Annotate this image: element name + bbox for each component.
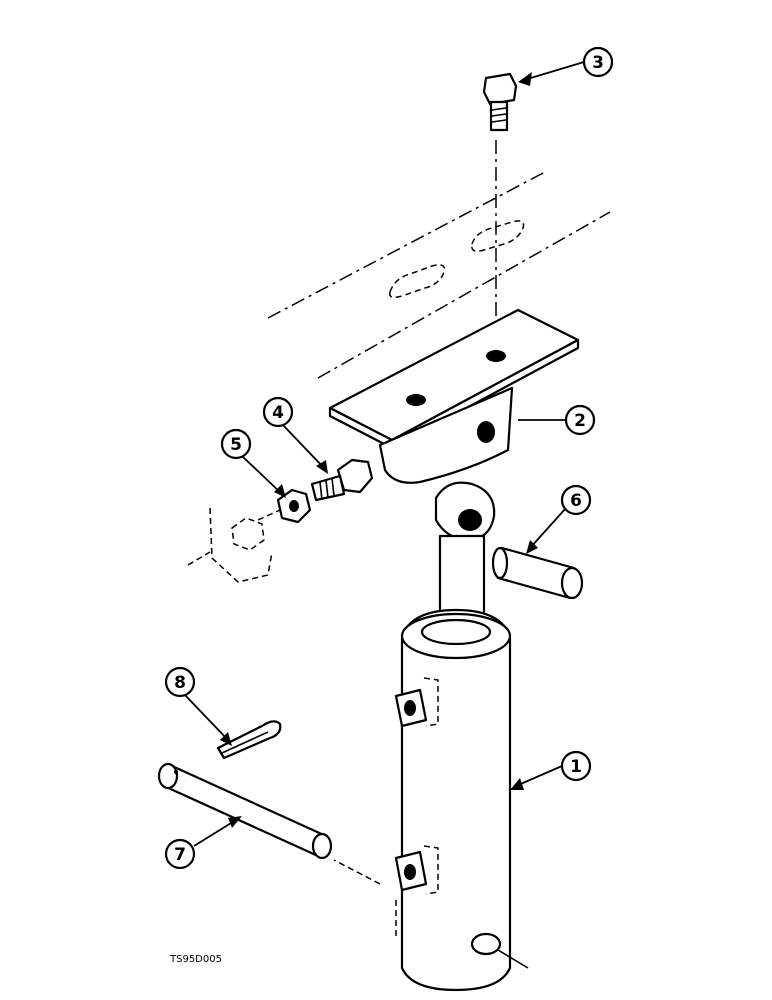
part-6-pin <box>491 546 584 600</box>
figure-code: TS95D005 <box>169 954 222 965</box>
callout-6: 6 <box>526 484 592 554</box>
frame-phantom-lines <box>267 140 611 379</box>
callout-1: 1 <box>510 750 592 790</box>
callout-8: 8 <box>164 666 232 746</box>
callout-1-label: 1 <box>570 757 582 777</box>
part-2-bracket <box>328 308 580 484</box>
callout-3-label: 3 <box>592 53 604 73</box>
callout-4: 4 <box>262 396 328 474</box>
callout-8-label: 8 <box>174 673 186 693</box>
callout-2-label: 2 <box>574 411 586 431</box>
callout-7-label: 7 <box>174 845 186 865</box>
part-4-bolt <box>310 458 374 502</box>
part-7-pin <box>157 762 333 860</box>
callout-5-label: 5 <box>230 435 242 455</box>
callout-7: 7 <box>164 816 242 870</box>
callout-3: 3 <box>518 46 614 86</box>
part-1-cylinder <box>333 481 529 992</box>
part-3-bolt <box>482 72 518 132</box>
callout-4-label: 4 <box>272 403 284 423</box>
part-8-cotter-pin <box>216 720 282 760</box>
hidden-nut-bracket <box>187 507 281 583</box>
callout-5: 5 <box>220 428 286 498</box>
callout-2: 2 <box>518 404 596 436</box>
callout-6-label: 6 <box>570 491 582 511</box>
